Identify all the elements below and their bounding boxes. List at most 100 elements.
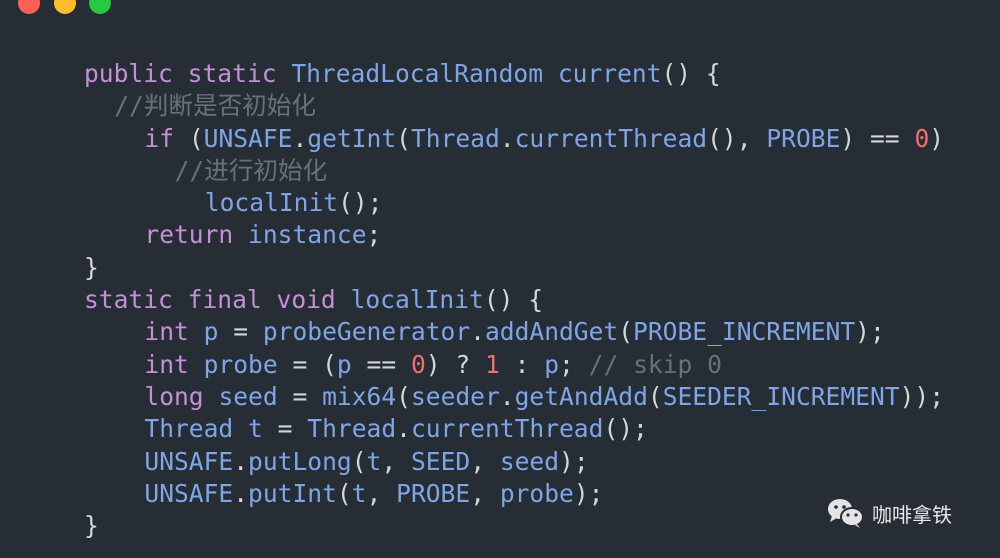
code-identifier: Thread [410, 123, 500, 153]
code-comment: // skip 0 [588, 349, 722, 379]
maximize-button[interactable] [89, 0, 111, 14]
code-punctuation: : [499, 349, 545, 379]
code-punctuation [336, 285, 351, 314]
code-keyword: long [144, 381, 204, 411]
code-punctuation: . [499, 123, 515, 153]
code-punctuation: , [470, 478, 500, 508]
code-identifier: ThreadLocalRandom [291, 59, 544, 88]
code-identifier: Thread [307, 414, 397, 444]
code-punctuation: ; [559, 349, 589, 379]
code-line: long seed = mix64(seeder.getAndAdd(SEEDE… [84, 381, 944, 413]
minimize-button[interactable] [54, 0, 76, 14]
code-line: } [84, 252, 944, 284]
code-block: public static ThreadLocalRandom current(… [84, 58, 944, 542]
code-punctuation: ) [929, 123, 945, 153]
code-line: if (UNSAFE.getInt(Thread.currentThread()… [84, 123, 944, 155]
code-identifier: instance [248, 220, 367, 250]
code-identifier: getInt [307, 123, 397, 153]
wechat-icon [828, 499, 864, 528]
code-number: 0 [410, 349, 426, 379]
code-identifier: SEED [410, 446, 471, 476]
code-punctuation: . [292, 123, 308, 153]
watermark: 咖啡拿铁 [826, 497, 952, 529]
code-punctuation: () { [483, 285, 544, 315]
code-punctuation: . [396, 414, 411, 444]
code-identifier: Thread [144, 414, 234, 444]
code-punctuation [277, 59, 292, 88]
code-identifier: seed [499, 446, 560, 476]
code-identifier: seed [218, 381, 278, 411]
code-identifier: t [366, 446, 382, 476]
code-punctuation [173, 285, 188, 314]
code-line: static final void localInit() { [84, 284, 944, 316]
code-punctuation [233, 220, 248, 249]
code-identifier: putLong [248, 446, 352, 476]
code-punctuation: ( [396, 381, 411, 411]
code-punctuation: (), [707, 123, 767, 153]
code-identifier: putInt [248, 478, 337, 508]
code-punctuation: , [381, 446, 411, 476]
code-punctuation: ( [336, 478, 352, 508]
code-identifier: t [248, 414, 263, 444]
code-identifier: PROBE_INCREMENT [633, 317, 856, 347]
code-punctuation: , [470, 446, 500, 476]
code-line: //进行初始化 [84, 155, 944, 187]
code-punctuation: = [262, 414, 308, 444]
code-punctuation: } [84, 252, 99, 282]
code-punctuation [233, 414, 248, 443]
code-punctuation: . [233, 446, 249, 476]
code-punctuation: , [366, 478, 397, 508]
code-punctuation: ) ? [425, 349, 485, 379]
code-line: } [84, 510, 944, 542]
code-punctuation: == [351, 349, 411, 379]
code-punctuation: . [233, 478, 249, 508]
code-identifier: seeder [410, 381, 500, 411]
code-punctuation: ( [396, 123, 411, 153]
code-identifier: probeGenerator [262, 317, 471, 347]
code-punctuation: ; [366, 220, 382, 250]
code-punctuation: = ( [277, 349, 337, 379]
code-punctuation: ( [618, 317, 634, 347]
code-keyword: public [84, 59, 173, 88]
code-number: 1 [485, 349, 500, 379]
code-identifier: currentThread [514, 123, 708, 153]
code-identifier: p [203, 317, 219, 347]
code-line: public static ThreadLocalRandom current(… [84, 58, 944, 90]
code-punctuation: ); [855, 317, 885, 347]
code-keyword: if [144, 123, 175, 153]
code-identifier: PROBE [766, 123, 841, 153]
code-comment: //进行初始化 [174, 155, 328, 185]
code-keyword: static [187, 59, 277, 88]
code-punctuation: ( [174, 123, 204, 153]
code-identifier: t [351, 478, 367, 508]
code-line: int p = probeGenerator.addAndGet(PROBE_I… [84, 316, 944, 348]
code-punctuation: = [277, 381, 323, 411]
code-punctuation [189, 317, 204, 346]
code-identifier: p [336, 349, 352, 379]
code-identifier: SEEDER_INCREMENT [662, 381, 900, 411]
code-punctuation [262, 285, 277, 314]
close-button[interactable] [18, 0, 40, 14]
code-punctuation: = [218, 317, 263, 347]
code-punctuation: (); [603, 414, 648, 444]
code-punctuation: ); [573, 478, 604, 508]
code-punctuation: ( [647, 381, 663, 411]
code-punctuation: (); [338, 188, 383, 218]
code-line: localInit(); [84, 187, 944, 219]
code-line: int probe = (p == 0) ? 1 : p; // skip 0 [84, 349, 944, 381]
code-punctuation: () { [661, 59, 721, 88]
code-identifier: UNSAFE [144, 478, 234, 508]
code-punctuation: . [499, 381, 515, 411]
code-punctuation: } [84, 511, 99, 541]
code-line: return instance; [84, 219, 944, 251]
code-identifier: probe [203, 349, 278, 379]
code-line: UNSAFE.putLong(t, SEED, seed); [84, 446, 944, 478]
code-identifier: currentThread [410, 414, 604, 444]
code-line: //判断是否初始化 [84, 90, 944, 122]
code-identifier: localInit [204, 188, 339, 218]
code-punctuation [543, 59, 558, 88]
code-identifier: getAndAdd [514, 381, 648, 411]
code-number: 0 [914, 123, 930, 153]
code-punctuation [204, 382, 219, 411]
code-punctuation: )); [899, 381, 945, 411]
